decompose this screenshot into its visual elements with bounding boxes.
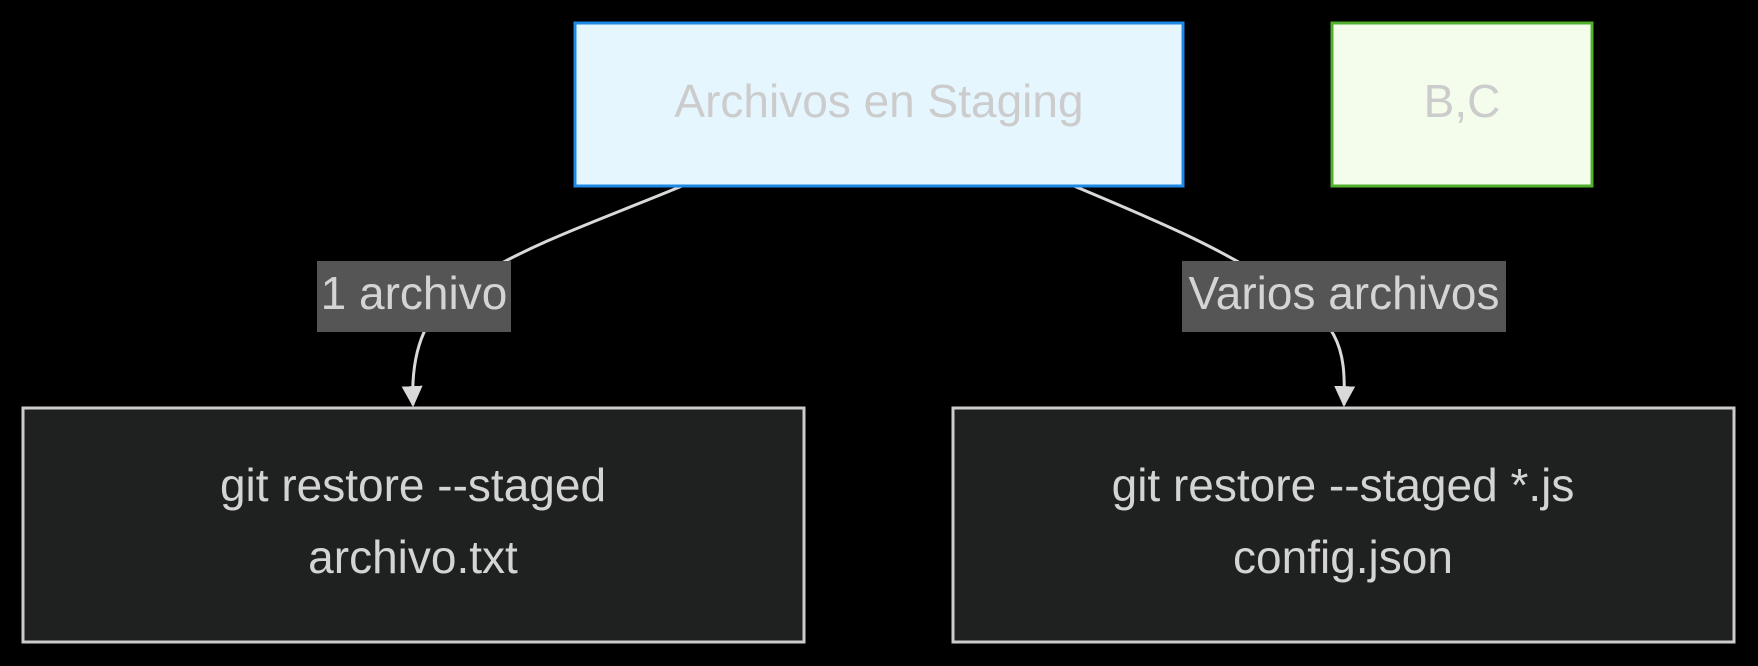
edge-label-single: 1 archivo bbox=[317, 261, 511, 332]
node-restore-multiple-line1: git restore --staged *.js bbox=[1112, 459, 1575, 511]
node-legend-bc-label: B,C bbox=[1424, 75, 1501, 127]
edge-label-single-bg bbox=[317, 261, 511, 332]
edge-label-multiple-text: Varios archivos bbox=[1188, 267, 1499, 319]
edge-label-multiple: Varios archivos bbox=[1182, 261, 1506, 332]
node-restore-multiple-box bbox=[951, 406, 1736, 644]
edge-label-multiple-bg bbox=[1182, 261, 1506, 332]
node-staging-box bbox=[573, 21, 1185, 188]
edge-label-single-text: 1 archivo bbox=[321, 267, 508, 319]
node-legend-bc-box bbox=[1330, 21, 1594, 188]
node-restore-single-box bbox=[21, 406, 806, 644]
node-restore-single-line2: archivo.txt bbox=[308, 531, 518, 583]
node-restore-multiple-line2: config.json bbox=[1233, 531, 1453, 583]
node-staging-label: Archivos en Staging bbox=[674, 75, 1083, 127]
node-restore-single: git restore --staged archivo.txt bbox=[21, 406, 806, 644]
node-restore-multiple: git restore --staged *.js config.json bbox=[951, 406, 1736, 644]
node-restore-single-line1: git restore --staged bbox=[220, 459, 606, 511]
node-staging: Archivos en Staging bbox=[573, 21, 1185, 188]
node-legend-bc: B,C bbox=[1330, 21, 1594, 188]
